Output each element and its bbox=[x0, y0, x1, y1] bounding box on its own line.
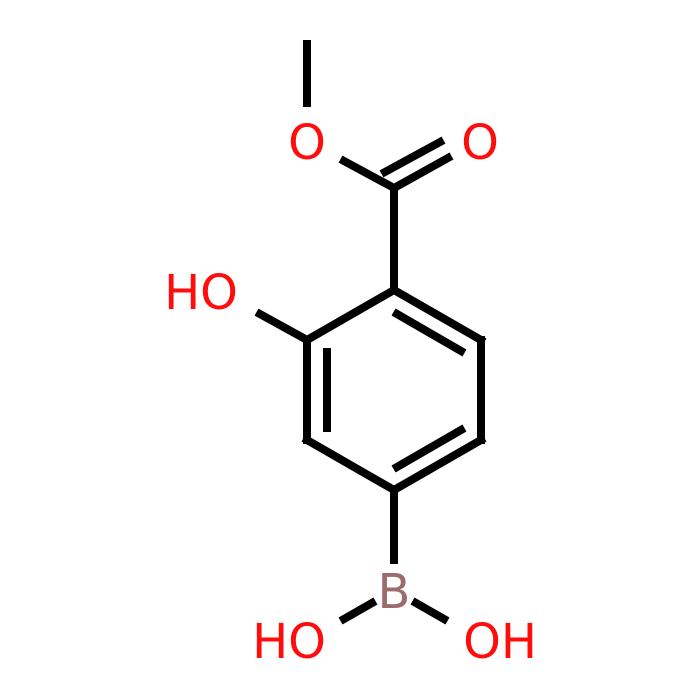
bond-carbonyl-double-1 bbox=[388, 152, 454, 194]
bonds bbox=[254, 40, 487, 625]
boronic-hydroxy-left-label: HO bbox=[252, 614, 326, 670]
bond-boron-oh-right bbox=[410, 597, 450, 625]
ring-inner-bond-c4-c5 bbox=[391, 424, 467, 473]
bond-ester-o-carbonyl-c bbox=[338, 155, 400, 194]
ring-bond-c4-c5 bbox=[388, 434, 487, 496]
carbonyl-oxygen-label: O bbox=[461, 115, 499, 171]
boron-label: B bbox=[378, 564, 411, 620]
bond-ring-hydroxy bbox=[254, 308, 313, 346]
bond-boron-oh-left bbox=[338, 597, 378, 625]
ring-bond-c6-c1 bbox=[388, 284, 487, 346]
ring-bond-c3-c4 bbox=[301, 434, 400, 496]
bond-carbonyl-double-2 bbox=[379, 136, 446, 178]
hydroxy-label: HO bbox=[164, 265, 238, 321]
atom-labels: O O HO B HO OH bbox=[164, 115, 537, 670]
ester-oxygen-label: O bbox=[288, 115, 326, 171]
ring-bond-c1-c2 bbox=[301, 284, 400, 346]
boronic-hydroxy-right-label: OH bbox=[463, 614, 537, 670]
ring-inner-bond-c6-c1 bbox=[391, 308, 467, 357]
